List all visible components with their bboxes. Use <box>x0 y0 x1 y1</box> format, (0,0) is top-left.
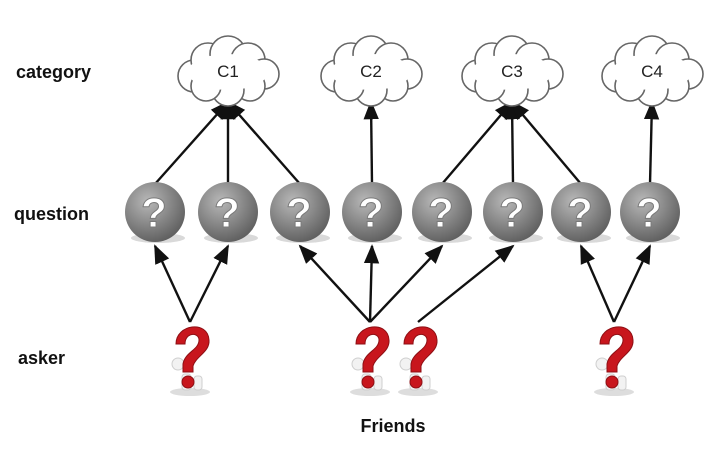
edge-asker-2-to-question-5 <box>369 244 444 323</box>
question-node-1: ? <box>125 182 185 243</box>
cloud-icon <box>177 35 280 107</box>
question-glyph: ? <box>636 189 662 236</box>
question-glyph: ? <box>358 189 384 236</box>
edge-question-3-to-category-1 <box>226 100 301 185</box>
cloud-icon <box>461 35 564 107</box>
question-node-4: ? <box>342 182 402 243</box>
edge-question-7-to-category-3 <box>510 100 582 185</box>
question-ball-icon <box>620 182 680 243</box>
edge-question-4-to-category-2 <box>363 100 379 185</box>
question-ball-icon <box>270 182 330 243</box>
question-ball-icon <box>342 182 402 243</box>
askers-layer <box>170 326 634 396</box>
category-node-4: C4 <box>601 35 704 107</box>
question-node-2: ? <box>198 182 258 243</box>
question-ball-icon <box>412 182 472 243</box>
cloud-icon <box>320 35 423 107</box>
question-ball-icon <box>125 182 185 243</box>
question-glyph: ? <box>286 189 312 236</box>
asker-node-2 <box>350 326 390 396</box>
row-label-category: category <box>16 62 92 82</box>
edge-asker-4-to-question-8 <box>612 244 652 323</box>
row-label-question: question <box>14 204 89 224</box>
edge-question-1-to-category-1 <box>154 100 230 185</box>
question-node-3: ? <box>270 182 330 243</box>
categories-layer: C1 C2 C3 C4 <box>177 35 704 107</box>
category-label: C2 <box>360 62 382 81</box>
question-glyph: ? <box>567 189 593 236</box>
question-mark-person-icon <box>594 326 634 396</box>
question-ball-icon <box>551 182 611 243</box>
question-ball-icon <box>483 182 543 243</box>
category-node-2: C2 <box>320 35 423 107</box>
category-label: C3 <box>501 62 523 81</box>
asker-node-1 <box>170 326 210 396</box>
question-node-8: ? <box>620 182 680 243</box>
question-node-7: ? <box>551 182 611 243</box>
question-glyph: ? <box>141 189 167 236</box>
edge-asker-1-to-question-1 <box>153 244 192 323</box>
question-node-6: ? <box>483 182 543 243</box>
edge-asker-4-to-question-7 <box>579 244 616 323</box>
category-node-3: C3 <box>461 35 564 107</box>
edge-question-6-to-category-3 <box>504 100 520 185</box>
cloud-icon <box>601 35 704 107</box>
edge-asker-2-to-question-3 <box>298 244 371 323</box>
question-mark-person-icon <box>350 326 390 396</box>
question-ball-icon <box>198 182 258 243</box>
asker-node-3 <box>398 326 438 396</box>
edges-layer <box>153 100 660 323</box>
row-label-asker: asker <box>18 348 66 368</box>
edge-asker-2-to-question-4 <box>363 244 380 323</box>
question-node-5: ? <box>412 182 472 243</box>
asker-node-4 <box>594 326 634 396</box>
edge-question-5-to-category-3 <box>441 100 514 185</box>
caption-friends: Friends <box>360 416 426 436</box>
category-label: C4 <box>641 62 663 81</box>
question-glyph: ? <box>428 189 454 236</box>
category-label: C1 <box>217 62 239 81</box>
question-glyph: ? <box>214 189 240 236</box>
question-mark-person-icon <box>398 326 438 396</box>
edge-asker-3-to-question-6 <box>417 244 515 323</box>
edge-question-8-to-category-4 <box>643 100 660 185</box>
category-node-1: C1 <box>177 35 280 107</box>
edge-asker-1-to-question-2 <box>188 244 230 323</box>
question-glyph: ? <box>499 189 525 236</box>
question-mark-person-icon <box>170 326 210 396</box>
questions-layer: ???????? <box>125 182 680 243</box>
